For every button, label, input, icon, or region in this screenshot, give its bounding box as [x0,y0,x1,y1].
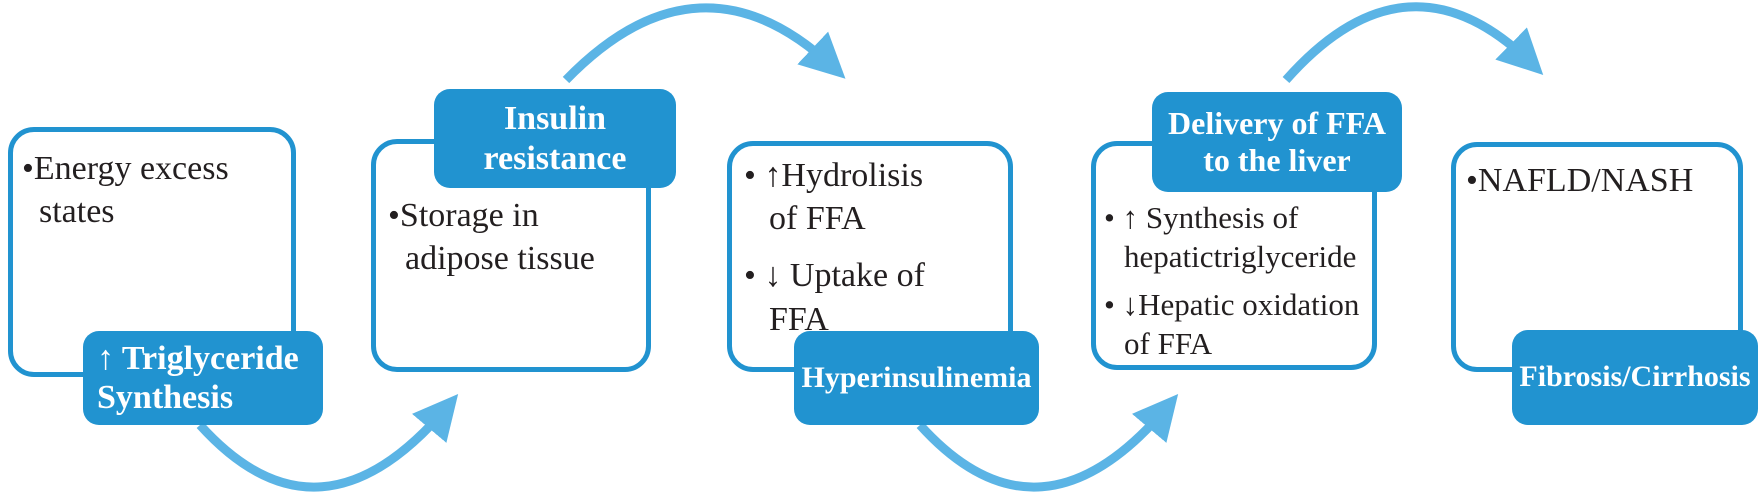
arrow-stage1-to-stage2 [196,393,459,492]
stage-1-box: •Energy excess states [8,127,296,377]
stage-3-item: • ↑Hydrolisis of FFA [744,157,924,238]
stage-2-box: •Storage in adipose tissue [371,139,651,372]
stage-2-item: •Storage in adipose tissue [388,197,595,278]
stage-1-badge: ↑ Triglyceride Synthesis [83,331,323,425]
arrow-stage4-to-stage5 [1282,2,1544,83]
stage-2-badge: Insulin resistance [434,89,676,188]
stage-3-item: • ↓ Uptake of FFA [744,257,925,338]
stage-1-item: •Energy excess states [22,150,229,231]
arrow-stage2-to-stage3 [562,3,846,84]
stage-2-content: •Storage in adipose tissue [376,144,646,280]
stage-5-content: •NAFLD/NASH [1456,147,1738,202]
stage-4-badge: Delivery of FFA to the liver [1152,92,1402,192]
stage-5-badge: Fibrosis/Cirrhosis [1512,330,1758,425]
arrow-stage3-to-stage4 [916,393,1179,492]
stage-1-content: •Energy excess states [13,132,291,233]
stage-3-badge: Hyperinsulinemia [794,331,1039,425]
stage-3-content: • ↑Hydrolisis of FFA • ↓ Uptake of FFA [732,146,1008,341]
stage-4-item: • ↑ Synthesis of hepatictriglyceride [1104,200,1357,275]
stage-4-content: • ↑ Synthesis of hepatictriglyceride • ↓… [1096,146,1372,363]
stage-4-item: • ↓Hepatic oxidation of FFA [1104,286,1360,362]
stage-5-item: •NAFLD/NASH [1466,162,1694,199]
